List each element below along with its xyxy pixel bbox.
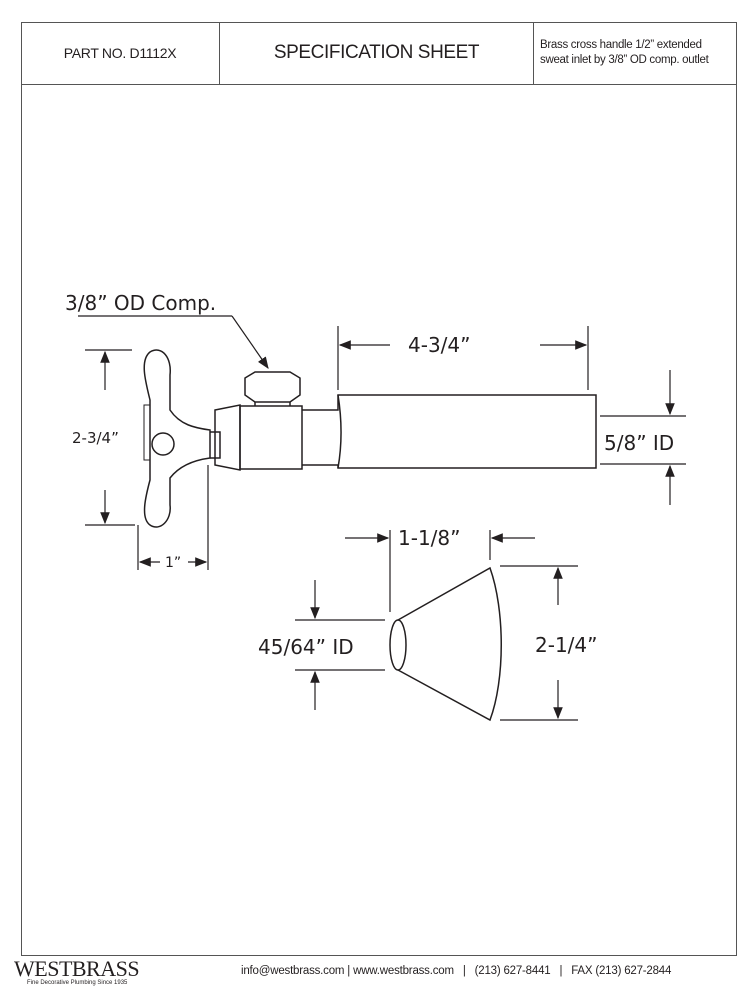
handle-height-label: 2-3/4” <box>72 429 119 447</box>
extended-pipe <box>302 394 597 469</box>
fax-number: FAX (213) 627-2844 <box>571 965 672 977</box>
brand-tagline: Fine Decorative Plumbing Since 1935 <box>27 980 128 986</box>
outlet-label: 3/8” OD Comp. <box>65 291 216 315</box>
flange-id-label: 45/64” ID <box>258 635 354 659</box>
handle-depth-label: 1” <box>165 555 181 571</box>
contact-info: info@westbrass.com | www.westbrass.com |… <box>241 965 672 977</box>
header-row: PART NO. D1112X SPECIFICATION SHEET Bras… <box>21 22 737 85</box>
valve-body <box>239 405 303 470</box>
website-link[interactable]: www.westbrass.com <box>353 965 454 977</box>
brand-name: WESTBRASS <box>14 956 140 981</box>
flange-depth-label: 1-1/8” <box>398 526 461 550</box>
length-label: 4-3/4” <box>408 333 471 357</box>
westbrass-logo: WESTBRASS Fine Decorative Plumbing Since… <box>14 956 140 987</box>
dimension-lines <box>78 315 686 721</box>
valve-drawing <box>143 349 597 528</box>
phone-number: (213) 627-8441 <box>474 965 551 977</box>
handle-knurl <box>143 404 151 461</box>
email-link[interactable]: info@westbrass.com <box>241 965 345 977</box>
sheet-title: SPECIFICATION SHEET <box>220 22 534 84</box>
sheet-border <box>21 22 737 956</box>
handle-screw <box>151 432 175 456</box>
flange-cone <box>397 566 502 722</box>
part-number: PART NO. D1112X <box>21 22 220 84</box>
flange-diameter-label: 2-1/4” <box>535 633 598 657</box>
bonnet <box>214 404 241 471</box>
pipe-id-label: 5/8” ID <box>604 431 674 455</box>
flange-drawing <box>389 566 502 722</box>
compression-nut <box>244 371 301 403</box>
flange-opening <box>389 619 407 671</box>
product-description: Brass cross handle 1/2” extended sweat i… <box>540 39 709 66</box>
